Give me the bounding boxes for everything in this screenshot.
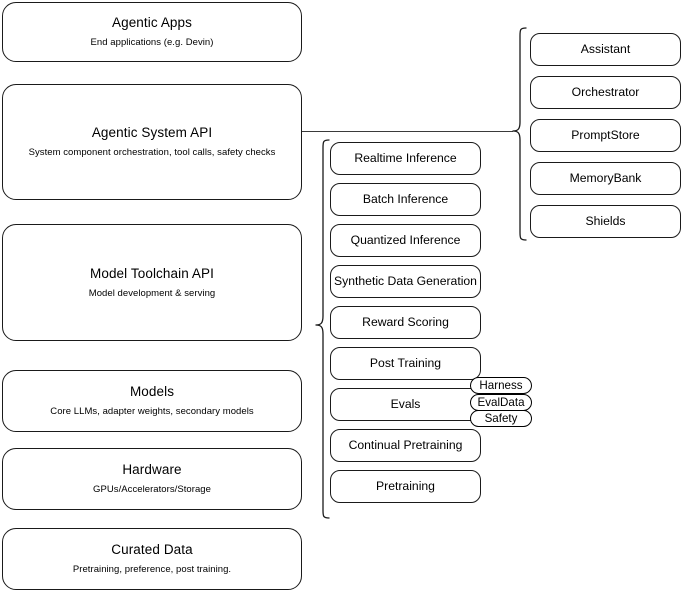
- layer-model-toolchain-api[interactable]: Model Toolchain API Model development & …: [2, 224, 302, 341]
- layer-title: Models: [129, 384, 175, 400]
- evals-tag-label: Harness: [479, 379, 523, 392]
- component-label: Shields: [585, 213, 626, 228]
- layer-title: Curated Data: [111, 542, 193, 558]
- layer-hardware[interactable]: Hardware GPUs/Accelerators/Storage: [2, 448, 302, 510]
- capability-label: Batch Inference: [362, 191, 449, 206]
- capability-label: Realtime Inference: [354, 150, 457, 165]
- evals-tag-label: EvalData: [477, 396, 525, 409]
- layer-subtitle: GPUs/Accelerators/Storage: [93, 484, 211, 495]
- capability-continual-pretraining[interactable]: Continual Pretraining: [330, 429, 481, 462]
- capability-label: Continual Pretraining: [348, 437, 463, 452]
- layer-curated-data[interactable]: Curated Data Pretraining, preference, po…: [2, 528, 302, 590]
- layer-title: Agentic Apps: [111, 15, 192, 31]
- layer-subtitle: System component orchestration, tool cal…: [28, 147, 276, 158]
- evals-tag-harness[interactable]: Harness: [470, 377, 532, 394]
- capability-batch-inference[interactable]: Batch Inference: [330, 183, 481, 216]
- component-label: PromptStore: [571, 127, 640, 142]
- capability-label: Quantized Inference: [350, 232, 461, 247]
- capability-evals[interactable]: Evals: [330, 388, 481, 421]
- layer-subtitle: Model development & serving: [88, 287, 216, 299]
- component-assistant[interactable]: Assistant: [530, 33, 681, 66]
- component-orchestrator[interactable]: Orchestrator: [530, 76, 681, 109]
- evals-tag-label: Safety: [484, 412, 518, 425]
- component-shields[interactable]: Shields: [530, 205, 681, 238]
- layer-title: Agentic System API: [91, 125, 213, 141]
- component-label: MemoryBank: [569, 170, 642, 185]
- layer-title: Hardware: [122, 462, 182, 478]
- capability-label: Synthetic Data Generation: [334, 273, 477, 288]
- component-label: Orchestrator: [571, 84, 640, 99]
- capability-label: Post Training: [369, 355, 442, 370]
- capability-realtime-inference[interactable]: Realtime Inference: [330, 142, 481, 175]
- capability-synthetic-data-generation[interactable]: Synthetic Data Generation: [330, 265, 481, 298]
- layer-subtitle: Core LLMs, adapter weights, secondary mo…: [50, 406, 254, 417]
- layer-agentic-apps[interactable]: Agentic Apps End applications (e.g. Devi…: [2, 2, 302, 62]
- capability-pretraining[interactable]: Pretraining: [330, 470, 481, 503]
- brace-agentic-components: [511, 26, 527, 242]
- component-label: Assistant: [580, 41, 631, 56]
- capability-label: Reward Scoring: [362, 314, 449, 329]
- layer-models[interactable]: Models Core LLMs, adapter weights, secon…: [2, 370, 302, 432]
- connector-agentic-system-to-components: [302, 130, 513, 132]
- evals-tag-evaldata[interactable]: EvalData: [470, 394, 532, 411]
- brace-toolchain-capabilities: [314, 138, 330, 520]
- capability-label: Evals: [390, 396, 421, 411]
- evals-tag-safety[interactable]: Safety: [470, 410, 532, 427]
- capability-reward-scoring[interactable]: Reward Scoring: [330, 306, 481, 339]
- capability-label: Pretraining: [376, 478, 435, 493]
- layer-agentic-system-api[interactable]: Agentic System API System component orch…: [2, 84, 302, 200]
- layer-subtitle: End applications (e.g. Devin): [90, 37, 214, 48]
- capability-quantized-inference[interactable]: Quantized Inference: [330, 224, 481, 257]
- component-memorybank[interactable]: MemoryBank: [530, 162, 681, 195]
- capability-post-training[interactable]: Post Training: [330, 347, 481, 380]
- layer-subtitle: Pretraining, preference, post training.: [72, 564, 232, 575]
- component-promptstore[interactable]: PromptStore: [530, 119, 681, 152]
- layer-title: Model Toolchain API: [90, 265, 214, 281]
